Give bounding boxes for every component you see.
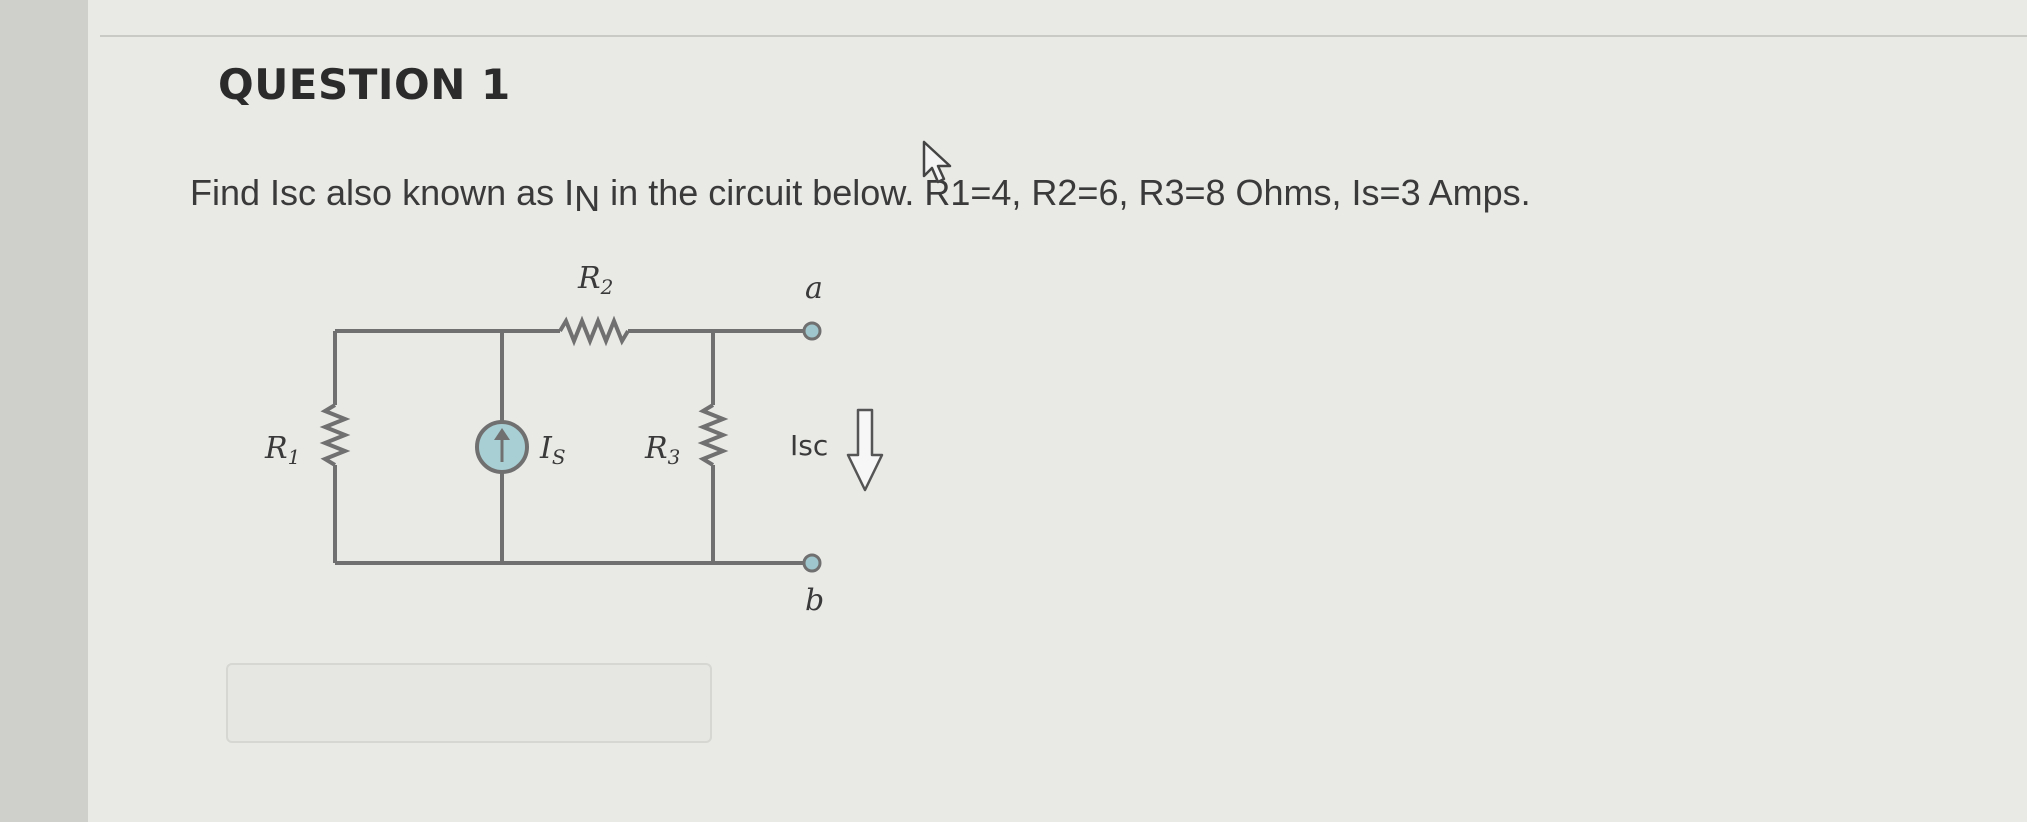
answer-input[interactable] — [226, 663, 712, 743]
r3-label: R3 — [644, 431, 680, 469]
divider — [100, 35, 2027, 37]
circuit-wires — [319, 315, 810, 565]
isc-label: Isc — [790, 429, 828, 462]
question-text: Find Isc also known as IN in the circuit… — [190, 172, 1531, 219]
r3-resistor — [697, 403, 729, 467]
terminal-a-label: a — [805, 271, 823, 306]
terminal-a-node — [802, 321, 822, 341]
is-label: IS — [539, 431, 566, 469]
mouse-pointer-icon — [922, 140, 952, 184]
question-text-part2: in the circuit below. R1=4, R2=6, R3=8 O… — [600, 172, 1531, 213]
terminal-b-node — [802, 553, 822, 573]
r1-label: R1 — [264, 431, 300, 469]
left-sidebar-strip — [0, 0, 88, 822]
terminal-b-label: b — [805, 583, 824, 618]
current-source-symbol — [475, 420, 529, 474]
isc-down-arrow-icon — [846, 408, 884, 492]
question-text-subscript: N — [574, 178, 601, 219]
r2-label: R2 — [577, 261, 613, 299]
question-text-part1: Find Isc also known as I — [190, 172, 575, 213]
question-heading: QUESTION 1 — [218, 60, 511, 109]
circuit-diagram: R2 R1 IS R3 a b Isc — [264, 261, 884, 618]
r2-resistor — [558, 315, 630, 347]
r1-resistor — [319, 403, 351, 467]
